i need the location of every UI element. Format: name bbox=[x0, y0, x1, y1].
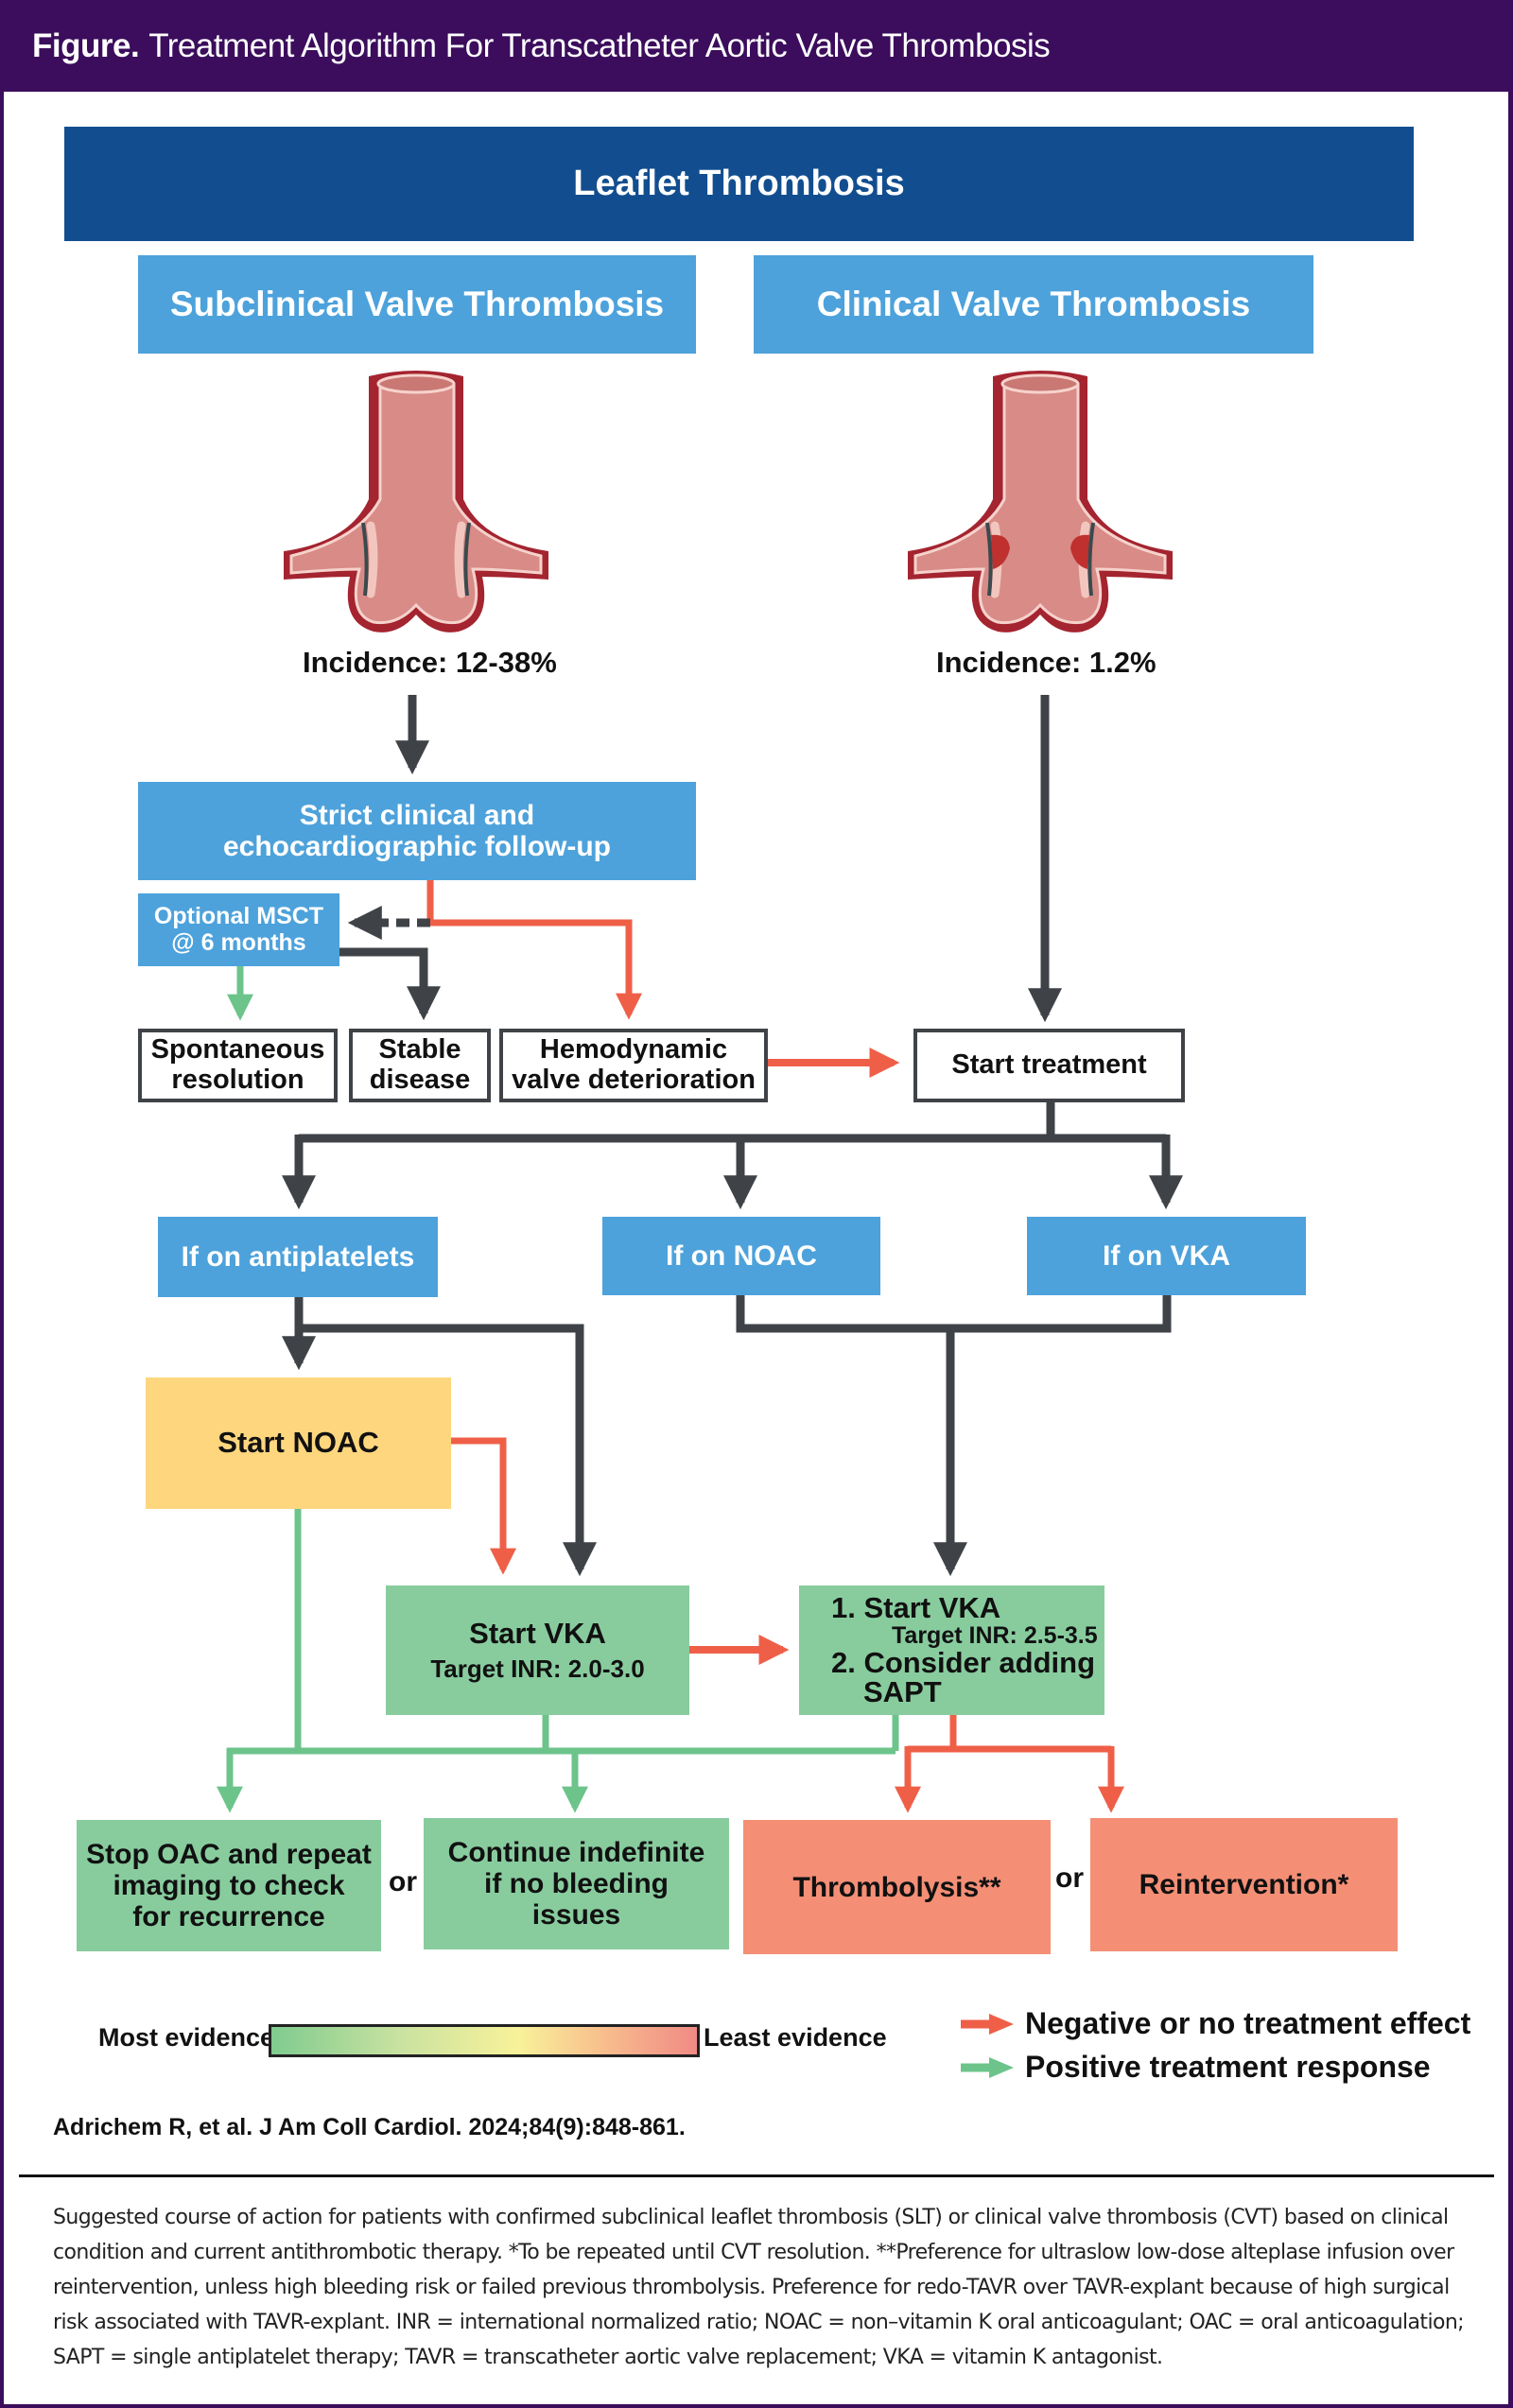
or-label-negative: or bbox=[1055, 1862, 1084, 1894]
start-noac-label: Start NOAC bbox=[217, 1426, 379, 1460]
evidence-gradient-bar bbox=[269, 2024, 700, 2057]
hemodynamic-deterioration-box: Hemodynamic valve deterioration bbox=[499, 1029, 768, 1102]
legend-positive-label: Positive treatment response bbox=[1025, 2050, 1431, 2084]
escalation-item-2: 2. Consider adding bbox=[831, 1645, 1096, 1679]
green-arrow-icon bbox=[961, 2056, 1014, 2078]
arrow-start-noac-to-start-vka bbox=[451, 1437, 516, 1575]
legend-negative: Negative or no treatment effect bbox=[961, 2006, 1470, 2041]
caption-divider bbox=[19, 2174, 1494, 2177]
continue-line-3: issues bbox=[531, 1899, 621, 1931]
spontaneous-line-2: resolution bbox=[171, 1065, 304, 1095]
thrombolysis-label: Thrombolysis** bbox=[792, 1871, 1001, 1903]
or-label-positive: or bbox=[389, 1866, 417, 1897]
subclinical-thrombosis-label: Subclinical Valve Thrombosis bbox=[169, 284, 665, 323]
aortic-valve-with-thrombus-illustration bbox=[908, 371, 1173, 632]
arrow-msct-to-stable bbox=[339, 947, 441, 1021]
stable-line-1: Stable bbox=[378, 1034, 461, 1065]
antiplatelets-label: If on antiplatelets bbox=[181, 1241, 415, 1273]
start-vka-target: Target INR: 2.0-3.0 bbox=[430, 1654, 645, 1684]
frame-border-bottom bbox=[0, 2404, 1513, 2408]
aortic-valve-no-thrombus-illustration bbox=[284, 371, 548, 632]
leaflet-thrombosis-label: Leaflet Thrombosis bbox=[573, 163, 905, 203]
subclinical-thrombosis-box: Subclinical Valve Thrombosis bbox=[138, 255, 696, 354]
escalation-item-2-cont: SAPT bbox=[863, 1675, 942, 1709]
subclinical-incidence: Incidence: 12-38% bbox=[303, 646, 557, 679]
noac-box: If on NOAC bbox=[602, 1217, 880, 1295]
msct-line-2: @ 6 months bbox=[171, 928, 306, 956]
figure-caption: Suggested course of action for patients … bbox=[53, 2206, 1465, 2369]
vka-label: If on VKA bbox=[1103, 1240, 1230, 1272]
start-vka-title: Start VKA bbox=[469, 1617, 606, 1651]
msct-line-1: Optional MSCT bbox=[153, 903, 324, 929]
legend-negative-label: Negative or no treatment effect bbox=[1025, 2006, 1471, 2040]
stop-oac-box: Stop OAC and repeat imaging to check for… bbox=[77, 1820, 381, 1951]
frame-border-right bbox=[1508, 0, 1513, 2408]
stable-line-2: disease bbox=[369, 1065, 471, 1095]
frame-border-left bbox=[0, 0, 4, 2408]
clinical-incidence: Incidence: 1.2% bbox=[936, 646, 1156, 679]
hemodynamic-line-1: Hemodynamic bbox=[539, 1034, 728, 1065]
clinical-thrombosis-label: Clinical Valve Thrombosis bbox=[816, 284, 1251, 323]
clinical-thrombosis-box: Clinical Valve Thrombosis bbox=[754, 255, 1313, 354]
stable-disease-box: Stable disease bbox=[349, 1029, 491, 1102]
start-vka-box: Start VKA Target INR: 2.0-3.0 bbox=[386, 1585, 689, 1715]
continue-line-1: Continue indefinite bbox=[447, 1837, 705, 1868]
citation: Adrichem R, et al. J Am Coll Cardiol. 20… bbox=[53, 2114, 686, 2140]
legend-positive: Positive treatment response bbox=[961, 2050, 1431, 2085]
connector-negative-split bbox=[908, 1715, 1111, 1753]
stop-oac-line-1: Stop OAC and repeat bbox=[86, 1839, 372, 1870]
connector-start-treatment-split bbox=[299, 1102, 1166, 1143]
start-treatment-label: Start treatment bbox=[951, 1049, 1147, 1081]
connector-noac-vka-merge bbox=[736, 1295, 1172, 1333]
figure-title: Treatment Algorithm For Transcatheter Ao… bbox=[148, 26, 1051, 64]
spontaneous-line-1: Spontaneous bbox=[150, 1034, 325, 1065]
antiplatelets-box: If on antiplatelets bbox=[158, 1217, 438, 1297]
leaflet-thrombosis-box: Leaflet Thrombosis bbox=[64, 127, 1414, 241]
escalation-item-1-target: Target INR: 2.5-3.5 bbox=[892, 1621, 1098, 1649]
figure-label: Figure. bbox=[32, 26, 140, 64]
connector-positive-merge bbox=[227, 1509, 899, 1755]
followup-label: Strict clinical and echocardiographic fo… bbox=[222, 800, 612, 862]
continue-line-2: if no bleeding bbox=[484, 1868, 669, 1899]
hemodynamic-line-2: valve deterioration bbox=[512, 1065, 756, 1095]
figure-header: Figure. Treatment Algorithm For Transcat… bbox=[0, 0, 1513, 92]
noac-label: If on NOAC bbox=[666, 1240, 817, 1272]
stop-oac-line-2: imaging to check bbox=[113, 1870, 345, 1901]
vka-box: If on VKA bbox=[1027, 1217, 1306, 1295]
thrombus-right-icon bbox=[1070, 534, 1089, 569]
red-arrow-icon bbox=[961, 2013, 1014, 2035]
evidence-least-label: Least evidence bbox=[704, 2023, 887, 2052]
spontaneous-resolution-box: Spontaneous resolution bbox=[138, 1029, 338, 1102]
msct-box: Optional MSCT @ 6 months bbox=[138, 893, 339, 966]
stop-oac-line-3: for recurrence bbox=[132, 1901, 325, 1932]
escalation-item-1: 1. Start VKA bbox=[831, 1590, 1001, 1624]
reintervention-box: Reintervention* bbox=[1090, 1818, 1398, 1951]
evidence-most-label: Most evidence bbox=[98, 2023, 275, 2052]
start-treatment-box: Start treatment bbox=[913, 1029, 1185, 1102]
escalation-box: 1. Start VKA Target INR: 2.5-3.5 2. Cons… bbox=[799, 1585, 1104, 1715]
followup-box: Strict clinical and echocardiographic fo… bbox=[138, 782, 696, 880]
reintervention-label: Reintervention* bbox=[1139, 1869, 1349, 1900]
start-noac-box: Start NOAC bbox=[146, 1377, 451, 1509]
thrombolysis-box: Thrombolysis** bbox=[743, 1820, 1051, 1954]
arrow-followup-to-hemodynamic bbox=[426, 880, 642, 1020]
thrombus-left-icon bbox=[991, 534, 1010, 569]
continue-indefinite-box: Continue indefinite if no bleeding issue… bbox=[424, 1818, 729, 1949]
arrow-antiplatelets-to-start-vka bbox=[299, 1324, 597, 1577]
